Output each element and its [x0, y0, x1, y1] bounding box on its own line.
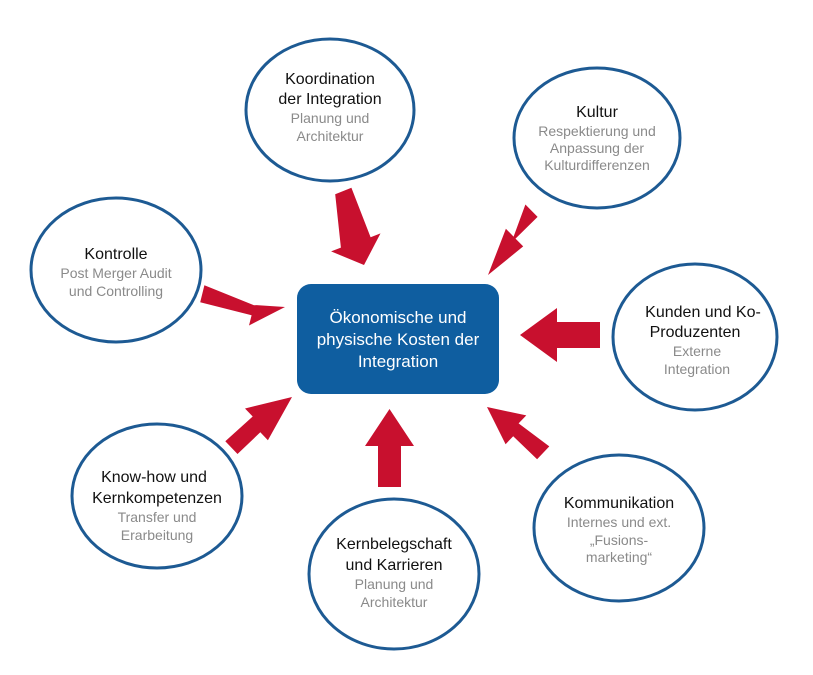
node-kunden: Kunden und Ko- Produzenten Externe Integ…	[611, 262, 779, 412]
arrow-from-kernbelegschaft	[365, 409, 414, 487]
node-kultur-title-1: Kultur	[576, 104, 618, 121]
node-kommunikation-title-1: Kommunikation	[564, 495, 674, 512]
arrow-from-kultur	[488, 204, 538, 275]
node-knowhow-ellipse	[70, 422, 244, 570]
center-text-line-1: Ökonomische und	[329, 308, 466, 327]
node-kunden-sub-2: Integration	[664, 361, 730, 377]
center-text-line-2: physische Kosten der	[317, 330, 480, 349]
node-kunden-title-1: Kunden und Ko-	[645, 304, 761, 321]
node-kommunikation-ellipse	[532, 453, 706, 603]
node-kultur-ellipse	[512, 66, 682, 210]
node-knowhow: Know-how und Kernkompetenzen Transfer un…	[70, 422, 244, 570]
center-text-line-3: Integration	[358, 352, 438, 371]
node-kunden-sub-1: Externe	[673, 343, 721, 359]
node-knowhow-title-1: Know-how und	[101, 469, 207, 486]
node-kontrolle-sub-1: Post Merger Audit	[60, 265, 171, 281]
arrow-from-koordination	[331, 187, 381, 265]
node-kommunikation-sub-2: „Fusions-	[590, 532, 649, 548]
node-kultur-sub-2: Anpassung der	[550, 140, 645, 156]
node-kernbelegschaft: Kernbelegschaft und Karrieren Planung un…	[307, 497, 481, 651]
node-koordination: Koordination der Integration Planung und…	[244, 37, 416, 183]
node-kultur: Kultur Respektierung und Anpassung der K…	[512, 66, 682, 210]
node-kommunikation-sub-1: Internes und ext.	[567, 514, 671, 530]
center-box	[297, 284, 499, 394]
node-kernbelegschaft-ellipse	[307, 497, 481, 651]
node-kultur-sub-3: Kulturdifferenzen	[544, 157, 650, 173]
node-kontrolle: Kontrolle Post Merger Audit und Controll…	[29, 196, 203, 344]
node-kunden-ellipse	[611, 262, 779, 412]
node-koordination-ellipse	[244, 37, 416, 183]
node-kontrolle-sub-2: und Controlling	[69, 283, 163, 299]
node-kernbelegschaft-sub-2: Architektur	[361, 594, 428, 610]
node-kontrolle-title-1: Kontrolle	[84, 246, 147, 263]
arrow-from-knowhow	[225, 397, 292, 454]
node-kunden-title-2: Produzenten	[650, 324, 741, 341]
node-kultur-sub-1: Respektierung und	[538, 123, 656, 139]
node-knowhow-title-2: Kernkompetenzen	[92, 490, 222, 507]
arrow-from-kontrolle	[200, 285, 285, 326]
node-koordination-title-2: der Integration	[278, 91, 381, 108]
node-knowhow-sub-2: Erarbeitung	[121, 527, 193, 543]
node-kernbelegschaft-sub-1: Planung und	[355, 576, 434, 592]
node-kernbelegschaft-title-2: und Karrieren	[346, 557, 443, 574]
arrow-from-kunden	[520, 308, 600, 362]
node-kontrolle-ellipse	[29, 196, 203, 344]
node-koordination-sub-2: Architektur	[297, 128, 364, 144]
node-koordination-title-1: Koordination	[285, 71, 375, 88]
node-kommunikation-sub-3: marketing“	[586, 549, 652, 565]
node-kernbelegschaft-title-1: Kernbelegschaft	[336, 536, 452, 553]
arrow-from-kommunikation	[487, 407, 550, 460]
node-kommunikation: Kommunikation Internes und ext. „Fusions…	[532, 453, 706, 603]
node-knowhow-sub-1: Transfer und	[118, 509, 197, 525]
node-koordination-sub-1: Planung und	[291, 110, 370, 126]
